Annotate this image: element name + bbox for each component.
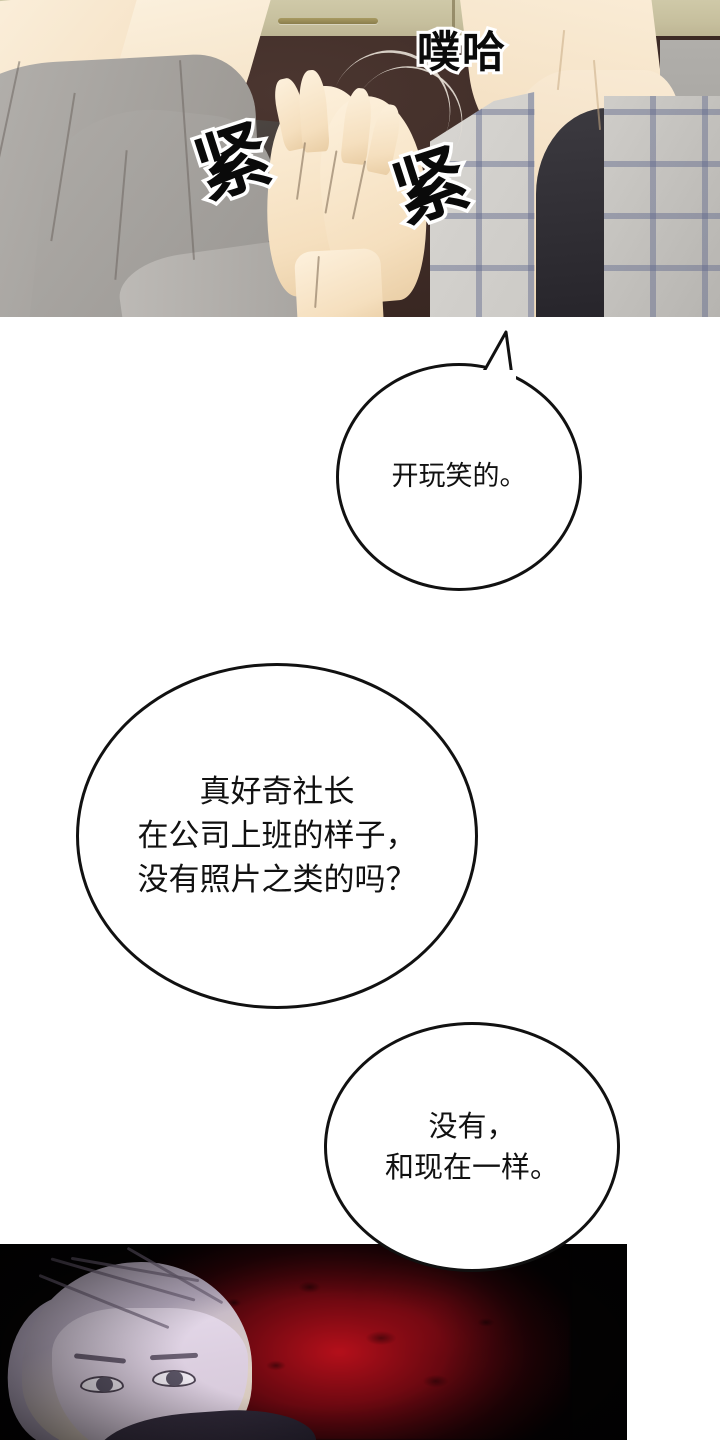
panel-vignette xyxy=(0,1244,627,1440)
wrist xyxy=(293,247,385,317)
speech-bubble-question: 真好奇社长 在公司上班的样子， 没有照片之类的吗？ xyxy=(76,663,478,1009)
speech-bubble-text: 没有， 和现在一样。 xyxy=(384,1108,559,1184)
comic-panel-bottom xyxy=(0,1244,627,1440)
comic-panel-top: 噗哈 紧 紧 xyxy=(0,0,720,317)
speech-bubble-joking: 开玩笑的。 xyxy=(336,363,582,591)
speech-bubble-tail xyxy=(470,330,530,390)
laugh-sfx: 噗哈 xyxy=(414,28,508,78)
speech-bubble-answer: 没有， 和现在一样。 xyxy=(324,1022,620,1272)
speech-bubble-text: 开玩笑的。 xyxy=(391,460,527,492)
wall-seam-icon xyxy=(452,0,455,42)
right-character-plaid-shirt-right xyxy=(604,96,720,317)
door-handle-icon xyxy=(278,18,378,24)
speech-bubble-text: 真好奇社长 在公司上班的样子， 没有照片之类的吗？ xyxy=(137,773,417,899)
